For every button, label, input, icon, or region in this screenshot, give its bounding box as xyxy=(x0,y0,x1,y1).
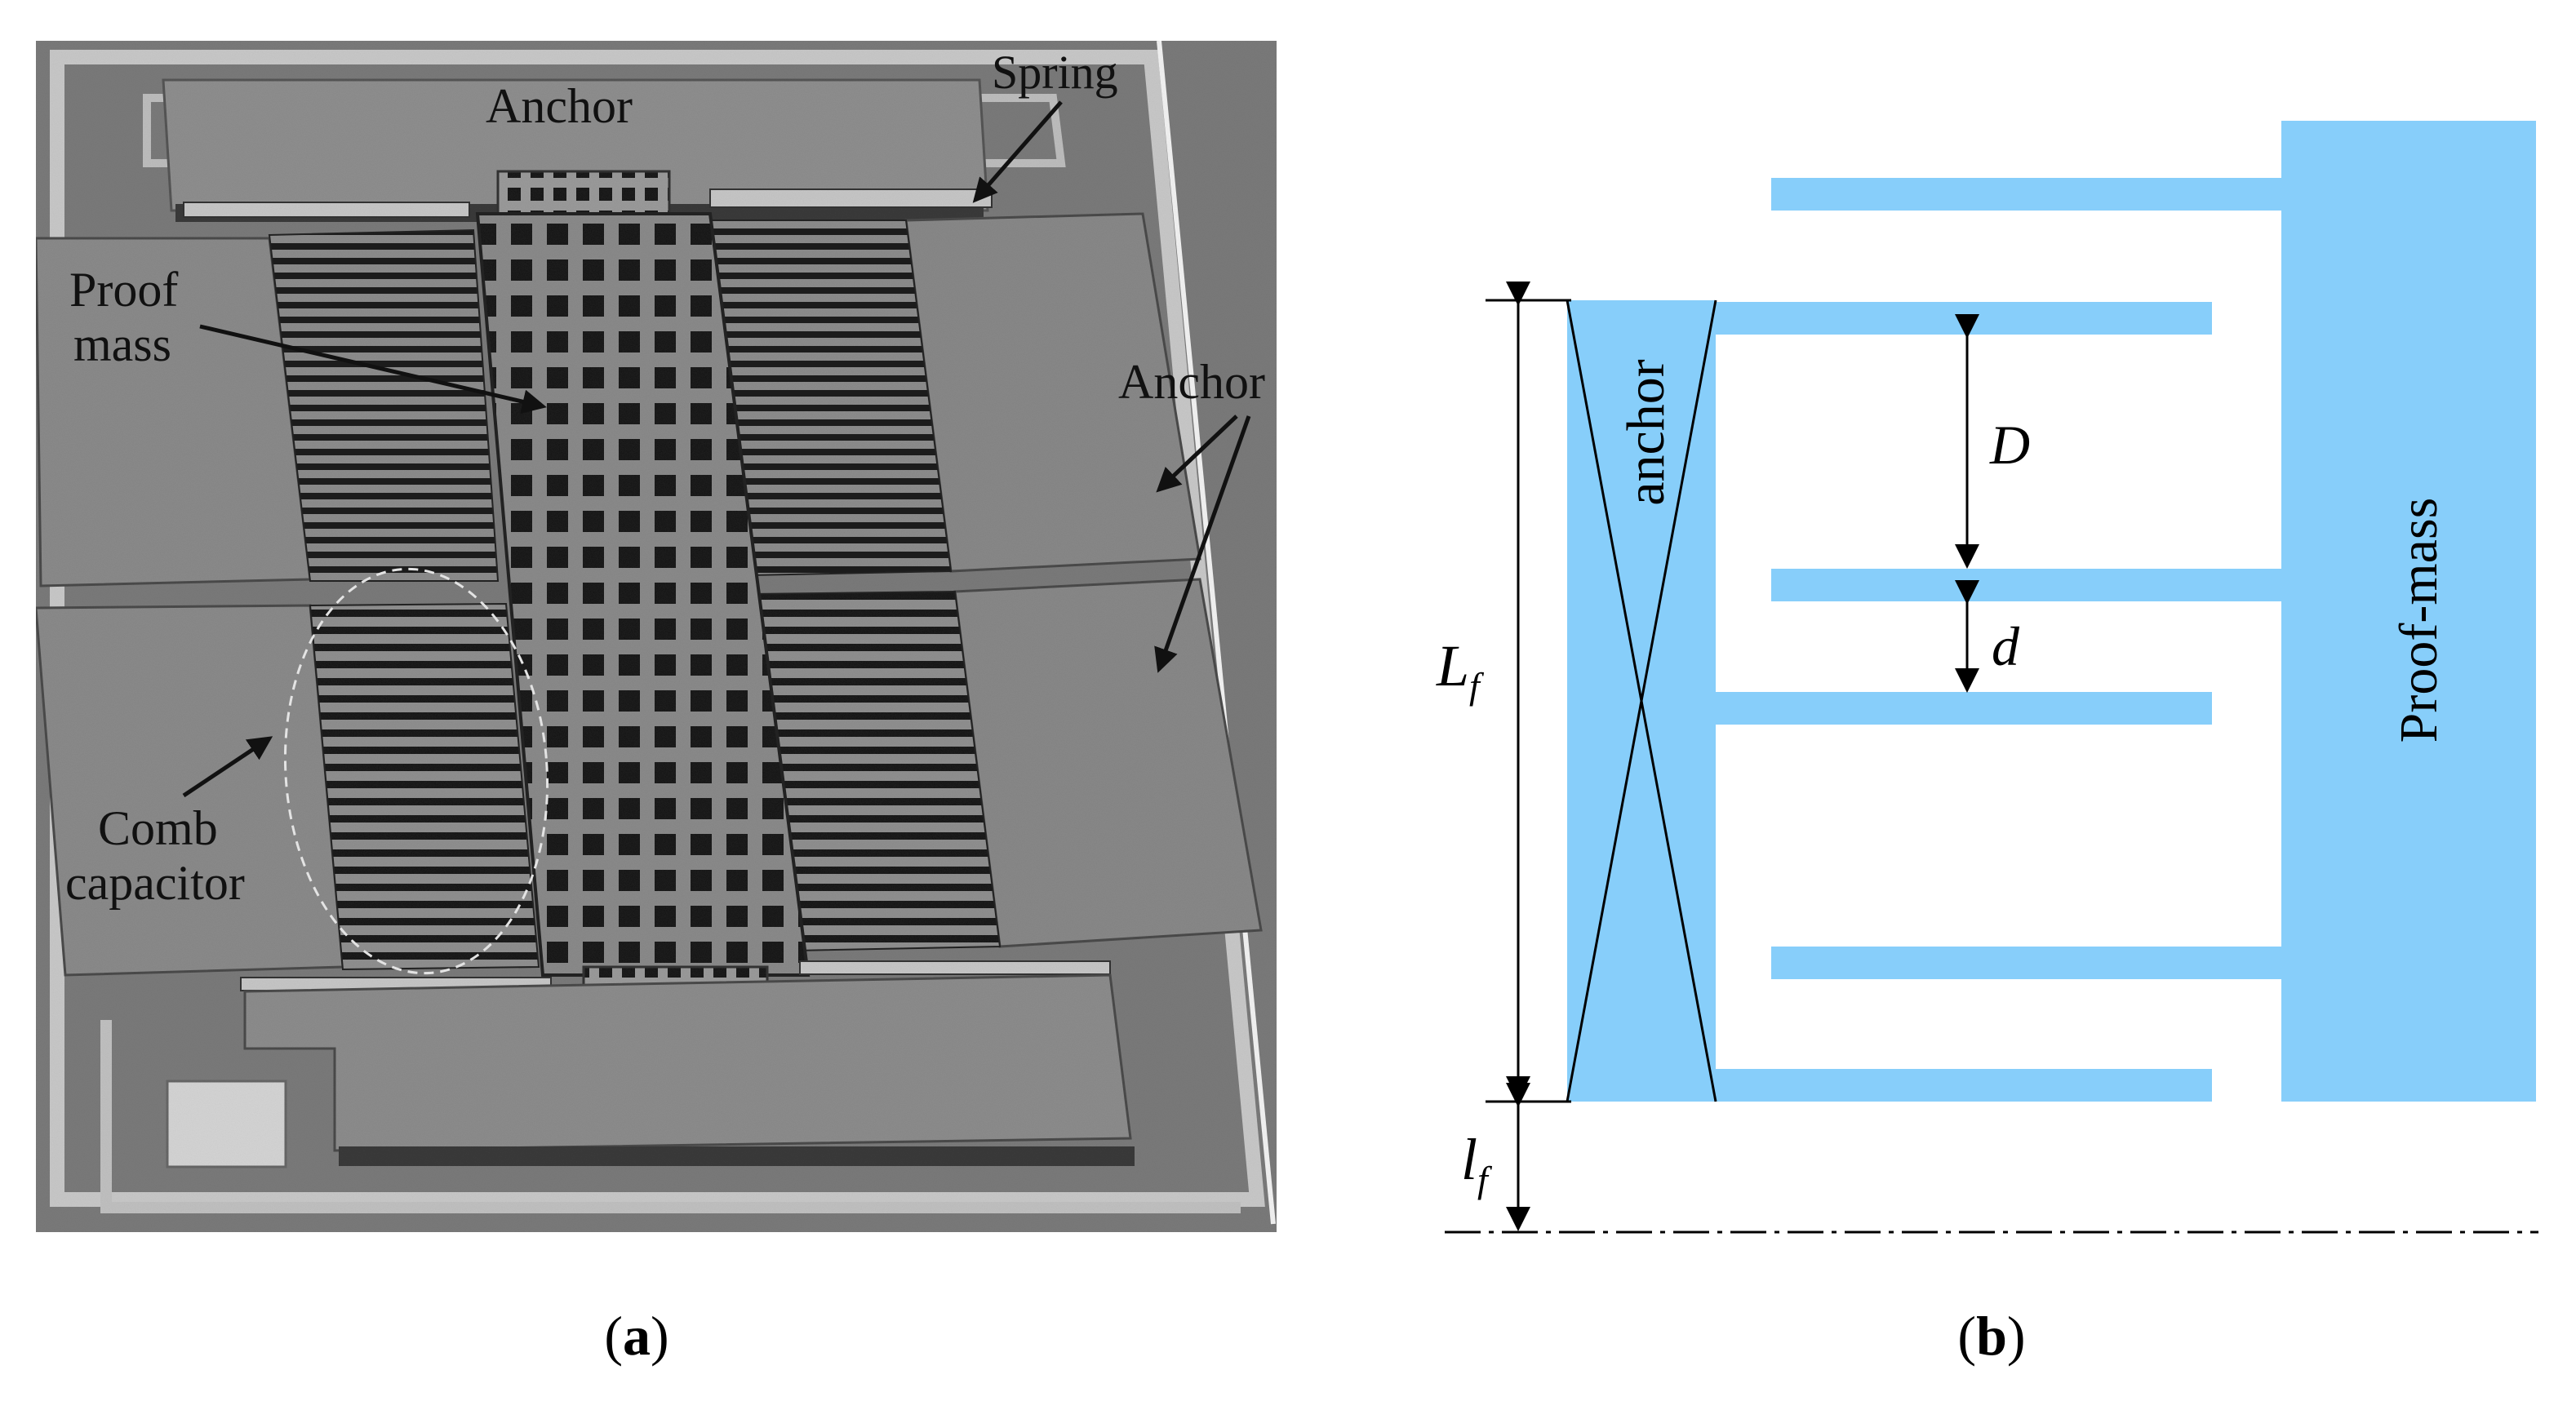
anchor-cross-line-2 xyxy=(1566,299,1717,1102)
spring-top-left xyxy=(183,202,470,218)
edge-highlight xyxy=(1157,40,1276,1225)
fixed-finger-2 xyxy=(1716,692,2212,725)
fixed-finger-3 xyxy=(1716,1069,2212,1102)
label-proof-mass-line2: mass xyxy=(73,317,171,371)
label-anchor-right: Anchor xyxy=(1118,355,1265,409)
comb-lower-left xyxy=(309,602,540,971)
label-proof-mass-line1: Proof xyxy=(69,263,178,317)
label-d: d xyxy=(1992,615,2020,677)
comb-highlight-ellipse xyxy=(283,567,549,975)
arrow-spring xyxy=(972,100,1063,203)
sem-micrograph-panel: Anchor Spring Proof mass Anchor Comb cap… xyxy=(34,40,1277,1367)
fixed-finger-1 xyxy=(1716,302,2212,335)
label-comb-line2: capacitor xyxy=(65,856,245,910)
comb-upper-left xyxy=(268,228,500,582)
label-D: D xyxy=(1989,414,2030,476)
label-lf: lf xyxy=(1461,1127,1493,1200)
moving-finger-1 xyxy=(1771,178,2281,211)
bond-pad xyxy=(166,1080,287,1168)
top-anchor xyxy=(162,78,989,212)
moving-finger-2 xyxy=(1771,569,2281,601)
bottom-anchor xyxy=(243,973,1132,1152)
caption-a: (a) xyxy=(604,1305,668,1367)
sem-image xyxy=(34,40,1277,1232)
caption-b: (b) xyxy=(1957,1305,2025,1367)
spring-bottom-right xyxy=(799,960,1111,975)
arrow-anchor-right-2 xyxy=(1154,415,1251,673)
arrow-comb xyxy=(182,736,273,798)
arrow-proof-mass xyxy=(199,324,547,414)
frame-trace-bottom xyxy=(100,1020,1241,1213)
label-Lf: Lf xyxy=(1436,633,1485,707)
arrow-anchor-right-1 xyxy=(1156,415,1238,493)
schematic-panel: Proof-mass anchor D d Lf lf (b) xyxy=(1436,121,2538,1367)
label-comb-line1: Comb xyxy=(98,801,218,855)
label-anchor: anchor xyxy=(1616,359,1676,506)
proof-mass-block xyxy=(2281,121,2536,1102)
spring-top-right xyxy=(709,188,993,208)
moving-finger-3 xyxy=(1771,947,2281,979)
label-anchor-top: Anchor xyxy=(486,79,633,133)
bottom-anchor-shadow xyxy=(339,1146,1135,1166)
label-proof-mass: Proof-mass xyxy=(2389,498,2449,743)
label-spring: Spring xyxy=(992,46,1118,99)
